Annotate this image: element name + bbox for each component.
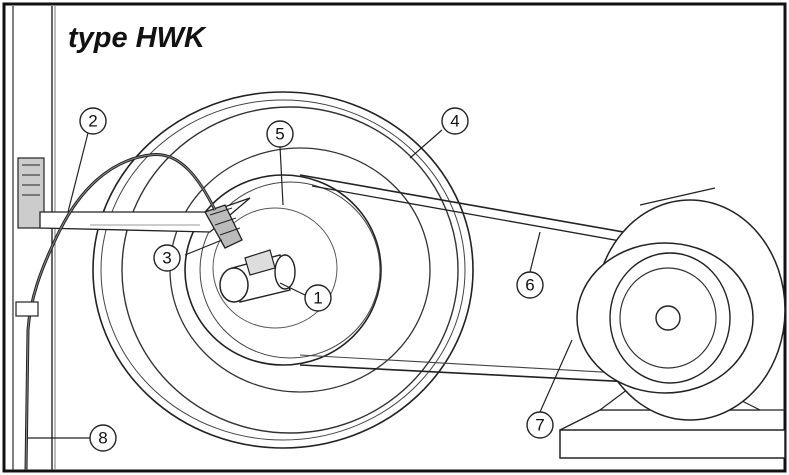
svg-text:1: 1 bbox=[313, 289, 322, 308]
leader-lines bbox=[28, 129, 573, 439]
svg-text:4: 4 bbox=[450, 112, 459, 131]
leader-line-6 bbox=[529, 231, 541, 273]
callout-2: 2 bbox=[79, 107, 107, 135]
callout-3: 3 bbox=[153, 244, 181, 272]
callout-6: 6 bbox=[516, 271, 544, 299]
sensor bbox=[204, 204, 243, 249]
leader-line-3 bbox=[184, 239, 223, 256]
svg-text:5: 5 bbox=[275, 125, 284, 144]
callout-1: 1 bbox=[304, 284, 332, 312]
shaft-target bbox=[219, 249, 296, 303]
leader-line-2 bbox=[67, 132, 89, 213]
svg-text:2: 2 bbox=[88, 112, 97, 131]
electric-motor bbox=[576, 187, 786, 421]
leader-line-1 bbox=[279, 282, 306, 296]
wall-bracket bbox=[17, 157, 251, 233]
callout-5: 5 bbox=[266, 120, 294, 148]
svg-text:6: 6 bbox=[525, 276, 534, 295]
sensor-cable bbox=[15, 152, 217, 471]
leader-line-4 bbox=[409, 129, 443, 159]
callout-8: 8 bbox=[89, 424, 117, 452]
svg-text:8: 8 bbox=[98, 429, 107, 448]
callout-4: 4 bbox=[441, 107, 469, 135]
diagram-title: type HWK bbox=[68, 22, 205, 54]
svg-text:3: 3 bbox=[162, 249, 171, 268]
leader-line-5 bbox=[279, 145, 284, 206]
callout-7: 7 bbox=[526, 411, 554, 439]
svg-text:7: 7 bbox=[535, 416, 544, 435]
leader-line-7 bbox=[539, 339, 573, 413]
